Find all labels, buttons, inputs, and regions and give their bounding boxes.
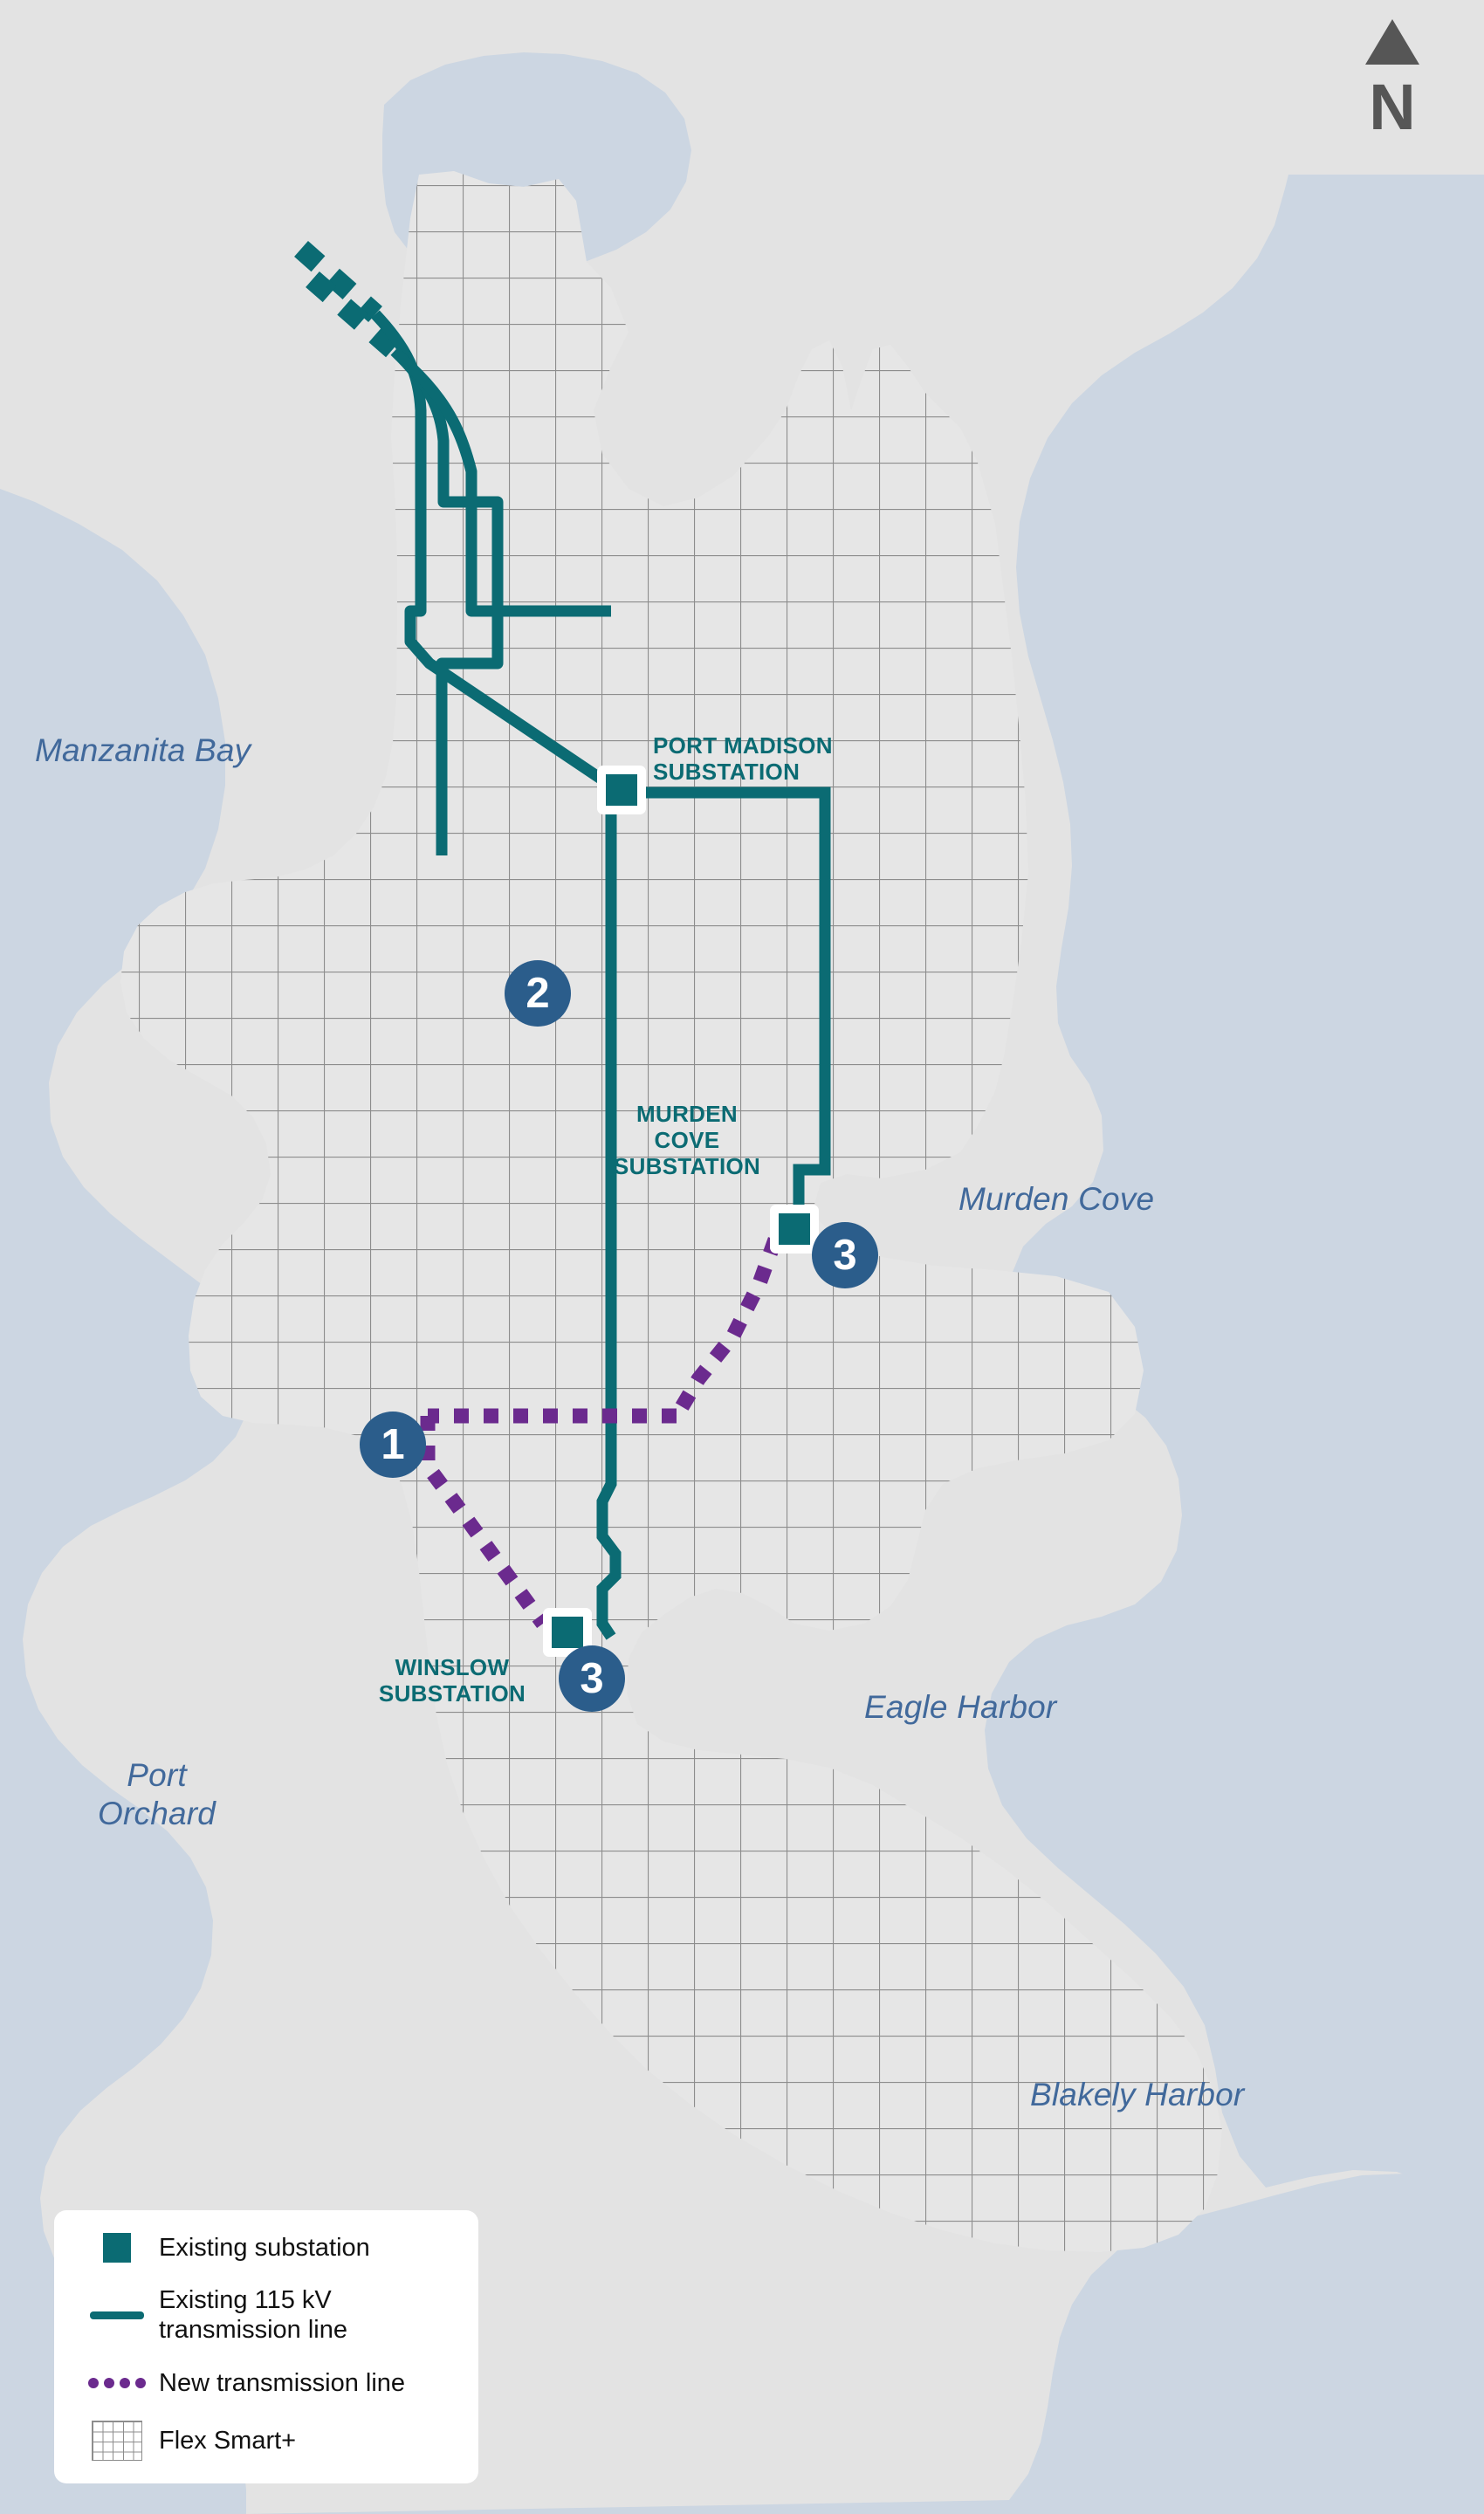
existing-line-portmadison-murden (646, 786, 831, 1205)
substation-marker-winslow (543, 1608, 592, 1657)
map-legend: Existing substation Existing 115 kV tran… (54, 2210, 478, 2483)
legend-label-new-line: New transmission line (159, 2368, 406, 2397)
legend-label-existing-line: Existing 115 kV transmission line (159, 2286, 347, 2345)
existing-transmission-lines (294, 241, 615, 855)
dotted-line-swatch-icon (88, 2377, 146, 2388)
north-arrow-triangle (1365, 19, 1419, 65)
substation-swatch-icon (103, 2233, 131, 2263)
north-arrow-label: N (1369, 71, 1416, 143)
legend-item-existing-substation: Existing substation (75, 2233, 457, 2263)
legend-symbol-new-line (75, 2377, 159, 2388)
new-line-murden-to-junction (670, 1237, 782, 1420)
callout-marker-1[interactable]: 1 (360, 1412, 426, 1478)
legend-label-flex-smart: Flex Smart+ (159, 2426, 297, 2455)
legend-label-existing-substation: Existing substation (159, 2234, 370, 2262)
solid-line-swatch-icon (90, 2311, 144, 2319)
legend-item-flex-smart: Flex Smart+ (75, 2420, 457, 2461)
callout-marker-2[interactable]: 2 (505, 960, 571, 1027)
existing-line-portmadison-winslow (596, 812, 622, 1640)
legend-symbol-existing-line (75, 2311, 159, 2319)
legend-item-existing-line: Existing 115 kV transmission line (75, 2285, 457, 2345)
substation-marker-murden-cove (770, 1205, 819, 1254)
new-transmission-lines (420, 1237, 782, 1629)
substation-marker-port-madison (597, 766, 646, 814)
legend-symbol-flex-smart (75, 2420, 159, 2461)
substation-markers (543, 766, 819, 1657)
new-line-west-to-winslow (420, 1416, 549, 1629)
legend-item-new-line: New transmission line (75, 2368, 457, 2398)
grid-swatch-icon (92, 2420, 142, 2461)
water-bodies (0, 52, 1484, 2514)
legend-symbol-substation (75, 2233, 159, 2263)
callout-marker-3-winslow[interactable]: 3 (559, 1645, 625, 1712)
north-arrow-icon: N (1355, 19, 1430, 150)
callout-marker-3-murden[interactable]: 3 (812, 1222, 878, 1288)
